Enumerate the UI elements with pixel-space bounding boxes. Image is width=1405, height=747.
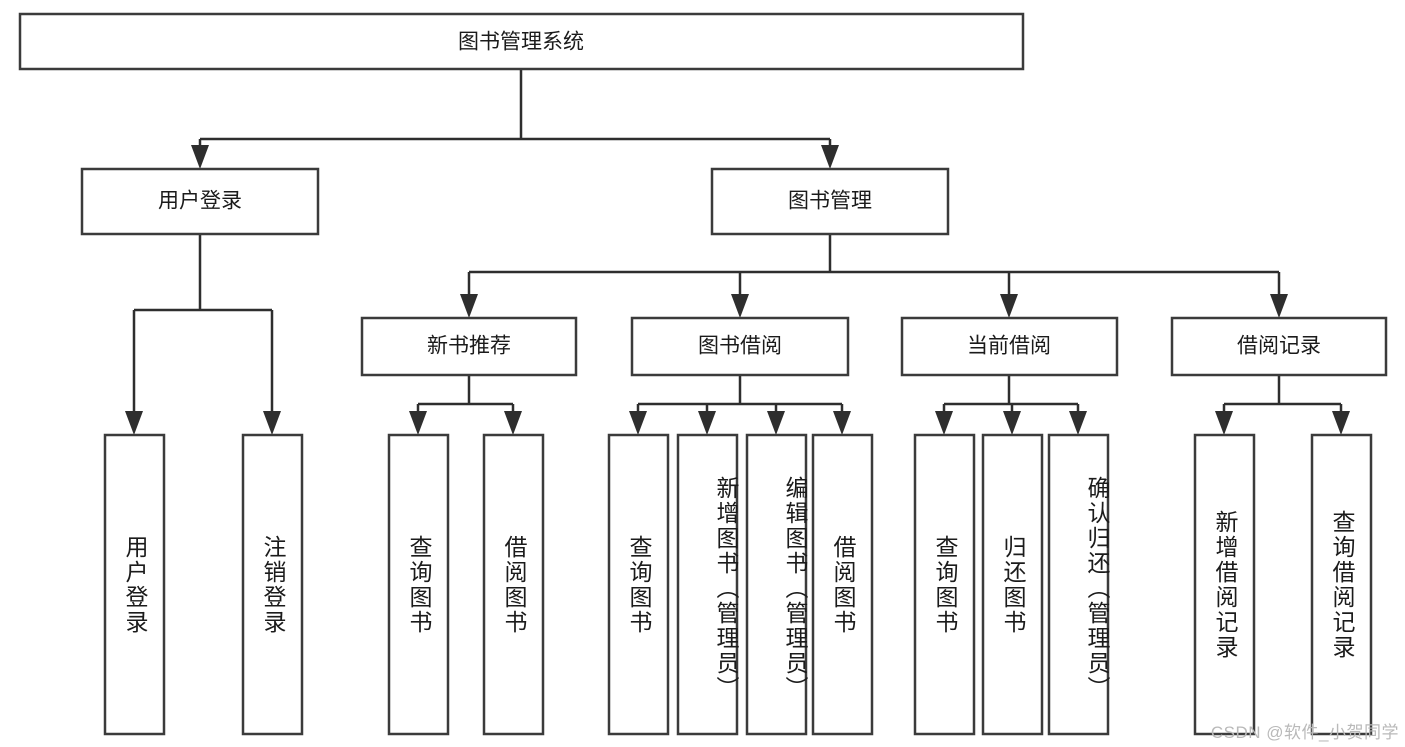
arrow-to-current-borrow <box>1000 294 1018 318</box>
arrow-root-to-book-management <box>821 145 839 169</box>
node-box-return-book[interactable] <box>981 433 1044 736</box>
arrow-to-new-book-recommend <box>460 294 478 318</box>
arrow-to-return-book <box>1003 411 1021 435</box>
node-label-book-borrow: 图书借阅 <box>698 335 782 358</box>
arrow-to-query-book-1 <box>409 411 427 435</box>
node-box-query-borrow-record[interactable] <box>1310 433 1373 736</box>
node-label-new-book-recommend: 新书推荐 <box>427 335 511 358</box>
node-label-user-login: 用户登录 <box>158 190 242 213</box>
node-layer: 图书管理系统 用户登录 图书管理 新书推荐 图书借阅 当前借阅 借阅记录 <box>18 12 1388 736</box>
arrow-to-borrow-book-1 <box>504 411 522 435</box>
arrow-to-borrow-book-2 <box>833 411 851 435</box>
node-box-query-book-1[interactable] <box>387 433 450 736</box>
node-box-borrow-book-1[interactable] <box>482 433 545 736</box>
arrow-to-user-login-do <box>125 411 143 435</box>
arrow-to-add-borrow-record <box>1215 411 1233 435</box>
node-box-book-borrow[interactable] <box>630 316 850 377</box>
node-box-edit-book-admin[interactable] <box>745 433 808 736</box>
node-box-book-management[interactable] <box>710 167 950 236</box>
node-label-current-borrow: 当前借阅 <box>967 335 1051 358</box>
node-label-borrow-record: 借阅记录 <box>1237 335 1321 358</box>
node-box-borrow-record[interactable] <box>1170 316 1388 377</box>
node-box-user-login[interactable] <box>80 167 320 236</box>
node-box-add-book-admin[interactable] <box>676 433 739 736</box>
node-label-root: 图书管理系统 <box>458 31 584 54</box>
arrow-to-query-book-3 <box>935 411 953 435</box>
connector-layer <box>125 69 1350 435</box>
node-box-borrow-book-2[interactable] <box>811 433 874 736</box>
node-box-query-book-2[interactable] <box>607 433 670 736</box>
node-box-confirm-return-admin[interactable] <box>1047 433 1110 736</box>
node-label-book-management: 图书管理 <box>788 190 872 213</box>
node-box-root[interactable] <box>18 12 1025 71</box>
node-box-current-borrow[interactable] <box>900 316 1119 377</box>
arrow-to-confirm-return-admin <box>1069 411 1087 435</box>
arrow-to-edit-book-admin <box>767 411 785 435</box>
arrow-to-borrow-record <box>1270 294 1288 318</box>
node-box-user-login-do[interactable] <box>103 433 166 736</box>
arrow-to-book-borrow <box>731 294 749 318</box>
node-box-query-book-3[interactable] <box>913 433 976 736</box>
node-box-add-borrow-record[interactable] <box>1193 433 1256 736</box>
arrow-to-add-book-admin <box>698 411 716 435</box>
arrow-to-user-logout <box>263 411 281 435</box>
arrow-to-query-book-2 <box>629 411 647 435</box>
node-box-new-book-recommend[interactable] <box>360 316 578 377</box>
arrow-to-query-borrow-record <box>1332 411 1350 435</box>
arrow-root-to-user-login <box>191 145 209 169</box>
node-box-user-logout[interactable] <box>241 433 304 736</box>
watermark-label: CSDN @软件_小贺同学 <box>1210 723 1399 742</box>
